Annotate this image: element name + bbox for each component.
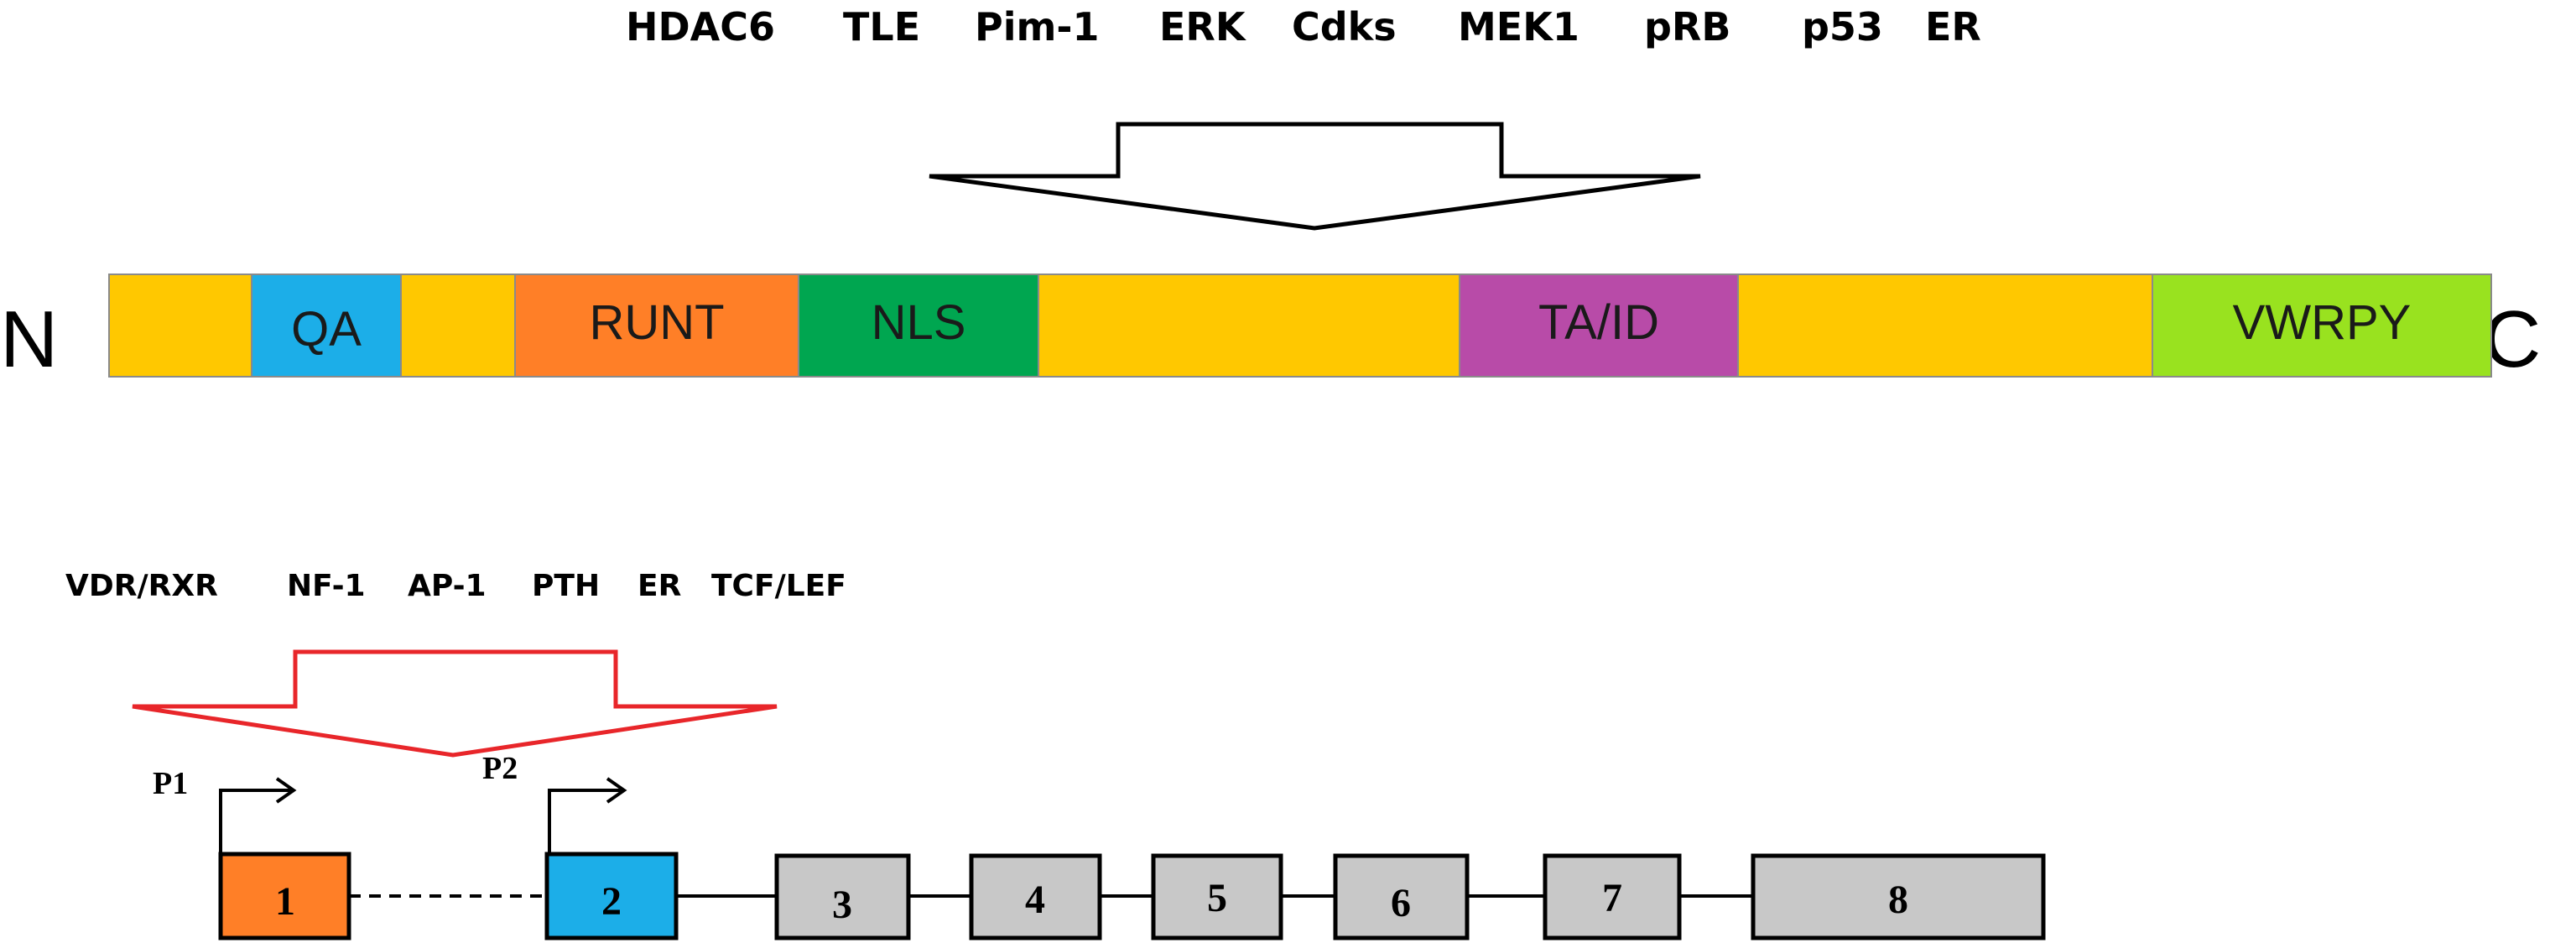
regulator-label: TCF/LEF	[711, 569, 846, 603]
domain-nls	[798, 274, 1039, 378]
domain-runt	[514, 274, 799, 378]
exon-box	[544, 852, 679, 940]
domain-ta-id	[1459, 274, 1739, 378]
interactor-label: MEK1	[1458, 4, 1579, 49]
regulator-label: ER	[637, 569, 681, 603]
interactor-label: HDAC6	[626, 4, 775, 49]
promoter-p2-arrow	[548, 789, 622, 854]
exon-box	[1543, 853, 1682, 940]
exon-box	[774, 853, 911, 940]
interactor-label: p53	[1802, 4, 1883, 49]
exon-label: 2	[601, 879, 622, 924]
exon-label: 8	[1888, 878, 1908, 922]
promoter-p1-arrow	[219, 789, 292, 854]
protein-interactor-labels: HDAC6 TLE Pim-1 ERK Cdks MEK1 pRB p53 ER	[626, 4, 1981, 49]
domain-vwrpy	[2152, 274, 2492, 378]
gene-regulation-arrow	[132, 649, 778, 758]
exon-label: 7	[1602, 876, 1622, 920]
interactor-label: ERK	[1159, 4, 1247, 49]
exon-box	[1151, 853, 1283, 940]
exon-label: 3	[832, 883, 852, 927]
interactor-label: Cdks	[1292, 4, 1397, 49]
interactor-label: ER	[1925, 4, 1981, 49]
domain-label: VWRPY	[2233, 295, 2412, 350]
n-terminus-label: N	[0, 294, 58, 384]
domain-label: TA/ID	[1538, 295, 1659, 350]
domain-segment	[1038, 274, 1460, 378]
domain-qa	[251, 274, 402, 378]
exon-label: 5	[1207, 876, 1227, 920]
exon-box	[1751, 853, 2046, 940]
exon-box	[1333, 853, 1470, 940]
interactor-label: pRB	[1644, 4, 1730, 49]
c-terminus-label: C	[2483, 294, 2541, 384]
domain-segment	[400, 274, 516, 378]
domain-label: RUNT	[589, 295, 724, 350]
regulator-label: VDR/RXR	[65, 569, 218, 603]
interactor-label: TLE	[843, 4, 920, 49]
promoter-p1-label: P1	[153, 766, 188, 801]
gene-exons: 1 2 3 4 5 6 7 8	[218, 852, 2046, 940]
exon-label: 6	[1391, 881, 1411, 925]
arrowhead-icon	[275, 777, 297, 804]
protein-binding-arrow	[929, 122, 1701, 231]
protein-domain-bar: QA RUNT NLS TA/ID VWRPY	[108, 274, 2492, 378]
gene-regulator-labels: VDR/RXR NF-1 AP-1 PTH ER TCF/LEF	[65, 569, 846, 603]
exon-label: 4	[1025, 878, 1045, 922]
exon-label: 1	[275, 879, 295, 924]
arrowhead-icon	[606, 777, 627, 804]
regulator-label: NF-1	[287, 569, 366, 603]
regulator-label: AP-1	[408, 569, 487, 603]
promoter-p1: P1	[153, 766, 297, 854]
regulator-label: PTH	[532, 569, 600, 603]
domain-segment	[108, 274, 252, 378]
exon-box	[969, 853, 1102, 940]
promoter-p2-label: P2	[482, 751, 518, 786]
promoter-p2: P2	[482, 751, 627, 854]
domain-label: QA	[291, 302, 362, 357]
interactor-label: Pim-1	[975, 4, 1100, 49]
domain-label: NLS	[872, 295, 966, 350]
exon-box	[218, 852, 351, 940]
domain-segment	[1737, 274, 2153, 378]
